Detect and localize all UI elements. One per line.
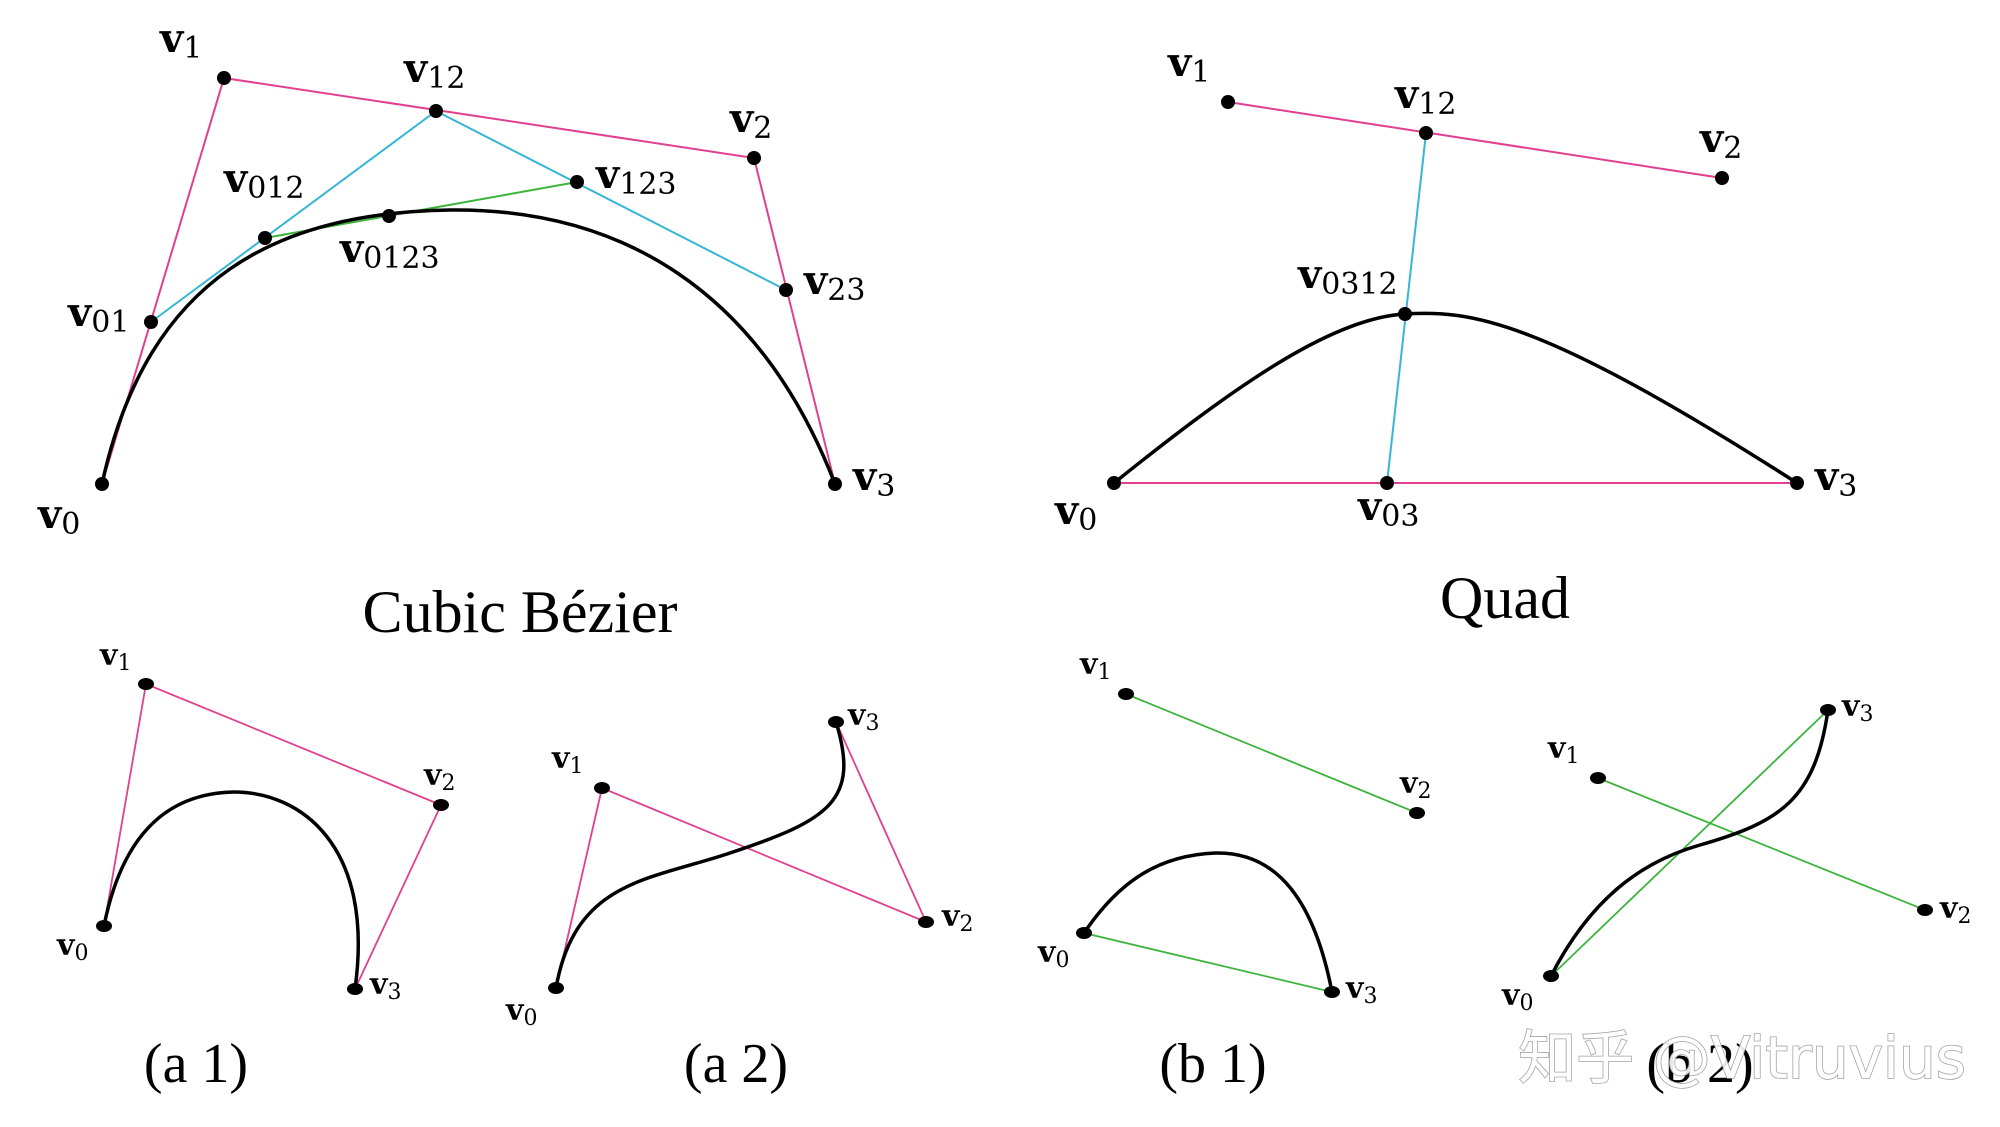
caption-cubic-bezier: Cubic Bézier	[363, 579, 678, 645]
b1-top-segment	[1125, 693, 1418, 814]
label-v3: v3	[1814, 453, 1857, 504]
point-v0	[95, 477, 109, 491]
label-v0: v0	[37, 491, 80, 542]
label-v2: v2	[941, 899, 973, 937]
point-v12	[429, 104, 443, 118]
a1-curve	[102, 790, 361, 990]
point-v3	[347, 983, 363, 995]
point-v2	[1409, 807, 1425, 819]
point-v01	[144, 315, 158, 329]
point-v0	[548, 982, 564, 994]
point-v03	[1380, 476, 1394, 490]
watermark-text: 知乎 @Vitruvius	[1518, 1024, 1966, 1092]
label-v3: v3	[847, 698, 879, 736]
point-v3	[1790, 476, 1804, 490]
quad-curve	[1112, 311, 1798, 485]
quad-top-segment	[1227, 101, 1723, 179]
point-v1	[1590, 772, 1606, 784]
point-v1	[217, 71, 231, 85]
point-v1	[138, 678, 154, 690]
panel-a1: v0 v1 v2 v3 (a 1)	[56, 638, 455, 1095]
label-v3: v3	[1345, 971, 1377, 1009]
point-v2	[1715, 171, 1729, 185]
label-v2: v2	[1699, 115, 1742, 166]
panel-b2: v0 v1 v2 v3 (b 2)	[1501, 689, 1971, 1095]
label-v123: v123	[595, 151, 677, 202]
label-v0: v0	[1037, 935, 1069, 973]
label-v12: v12	[1394, 71, 1456, 122]
b2-segment-v0-v3	[1550, 709, 1829, 977]
label-v1: v1	[1079, 647, 1111, 685]
caption-quad: Quad	[1440, 565, 1570, 631]
label-v01: v01	[67, 289, 129, 340]
point-v2	[918, 916, 934, 928]
b1-curve	[1082, 851, 1334, 993]
b2-curve	[1549, 709, 1830, 977]
label-v2: v2	[1939, 891, 1971, 929]
label-v0: v0	[56, 928, 88, 966]
point-v1	[594, 782, 610, 794]
label-v2: v2	[1399, 766, 1431, 804]
label-v1: v1	[159, 15, 202, 66]
point-v0312	[1398, 307, 1412, 321]
label-v0123: v0123	[339, 225, 440, 276]
point-v2	[747, 151, 761, 165]
label-v0: v0	[1054, 487, 1097, 538]
point-v012	[258, 231, 272, 245]
point-v2	[1917, 904, 1933, 916]
point-v0	[1543, 970, 1559, 982]
point-v3	[1820, 704, 1836, 716]
a2-curve	[554, 721, 846, 989]
label-v0: v0	[1501, 978, 1533, 1016]
panel-b1: v0 v1 v2 v3 (b 1)	[1037, 647, 1431, 1095]
point-v3	[828, 477, 842, 491]
point-v0123	[382, 209, 396, 223]
point-v3	[828, 716, 844, 728]
label-v3: v3	[369, 967, 401, 1005]
cubic-control-polygon	[101, 76, 836, 485]
point-v0	[96, 920, 112, 932]
label-v1: v1	[551, 741, 583, 779]
label-v1: v1	[1167, 39, 1210, 90]
caption-a2: (a 2)	[684, 1033, 788, 1095]
point-v3	[1324, 986, 1340, 998]
point-v23	[779, 283, 793, 297]
point-v2	[433, 799, 449, 811]
label-v2: v2	[423, 758, 455, 796]
cubic-curve	[100, 208, 837, 485]
point-v1	[1118, 688, 1134, 700]
b2-segment-v1-v2	[1597, 777, 1926, 911]
cubic-level2-polygon	[150, 109, 787, 323]
label-v1: v1	[99, 638, 131, 676]
label-v0312: v0312	[1297, 251, 1398, 302]
a1-control-polygon	[103, 682, 443, 990]
label-v23: v23	[803, 257, 865, 308]
label-v12: v12	[403, 45, 465, 96]
cubic-bezier-panel: v0 v1 v2 v3 v01 v12 v23 v012 v123 v0123 …	[37, 15, 895, 645]
label-v3: v3	[1841, 689, 1873, 727]
label-v2: v2	[729, 95, 772, 146]
point-v123	[570, 175, 584, 189]
label-v1: v1	[1547, 731, 1579, 769]
quad-panel: v0 v1 v2 v3 v12 v03 v0312 Quad	[1054, 39, 1857, 631]
point-v12	[1419, 126, 1433, 140]
label-v03: v03	[1357, 483, 1419, 534]
point-v0	[1076, 927, 1092, 939]
point-v1	[1221, 95, 1235, 109]
a2-control-polygon	[555, 721, 928, 989]
label-v0: v0	[505, 993, 537, 1031]
caption-b1: (b 1)	[1159, 1033, 1266, 1095]
caption-a1: (a 1)	[144, 1033, 248, 1095]
label-v3: v3	[852, 453, 895, 504]
label-v012: v012	[223, 155, 305, 206]
caption-b2: (b 2)	[1646, 1033, 1753, 1095]
b1-base-segment	[1083, 932, 1333, 993]
panel-a2: v0 v1 v2 v3 (a 2)	[505, 698, 973, 1095]
point-v0	[1107, 476, 1121, 490]
